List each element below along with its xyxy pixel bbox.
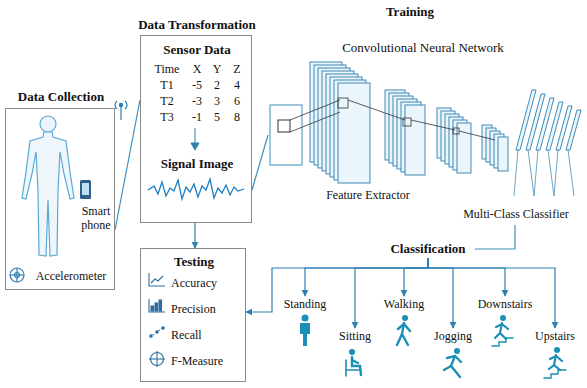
wireless-icon [115,101,127,120]
section-title: Testing [141,254,247,269]
jogging-icon [444,348,461,377]
connector [404,258,428,296]
section-title: Data Collection [1,89,121,104]
connector [115,100,140,230]
signal-waveform [148,179,244,199]
connector [305,258,428,296]
table-cell: Y [207,62,227,76]
downstairs-icon [492,315,513,346]
transformation-box: Data TransformationSensor DataSignal Ima… [140,35,252,223]
dense-layer [516,90,536,150]
activity-icons [300,315,566,379]
dense-layer [566,110,581,150]
metric-icons [149,273,165,367]
table-cell: 3 [207,94,227,108]
dense-link [534,150,538,196]
table-cell: T3 [149,110,185,124]
testing-box: TestingAccuracyPrecisionRecallF-Measure [140,248,246,382]
kernel [403,118,411,126]
sensor-label: Accelerometer [28,269,114,283]
precision-icon [149,299,165,312]
kernel [278,120,290,132]
projection-line [290,100,340,120]
dense-link [554,150,558,196]
table-cell: Time [149,62,185,76]
sitting-icon [346,349,361,376]
table-cell: T1 [149,78,185,92]
connector [475,225,515,249]
dense-link [568,150,574,196]
metric-label: F-Measure [171,354,245,368]
connector [194,223,195,248]
section-title: Training [360,4,460,19]
activity-text: Sitting [325,329,385,343]
activity-text: Downstairs [473,297,537,311]
walking-icon [397,315,410,345]
dense-link [514,150,518,196]
table-cell: 4 [227,78,247,92]
activity-label: Walking [374,296,434,312]
network-title: Convolutional Neural Network [323,40,523,55]
activity-label: Sitting [325,328,385,344]
device-label: Smart phone [74,204,118,232]
feature-map [498,137,508,171]
down-arrow [191,128,199,150]
sub-heading: Signal Image [141,156,253,171]
kernel [338,98,348,108]
dense-link [528,150,534,196]
projection-line [348,100,405,120]
upstairs-icon [544,347,566,378]
cnn-layers [270,62,581,196]
activity-label: Standing [275,296,335,312]
metric-label: Accuracy [171,276,245,290]
connector [428,258,555,328]
connector [428,258,505,296]
activity-text: Walking [374,297,434,311]
activity-text: Jogging [423,329,483,343]
table-cell: 5 [207,110,227,124]
feature-map [405,105,425,175]
activity-text: Standing [275,297,335,311]
smartphone [80,180,91,199]
classification-heading: Classification [381,240,475,258]
activity-label: Downstairs [473,296,537,312]
projection-line [290,112,340,132]
input-image [270,105,302,165]
table-cell: 6 [227,94,247,108]
collection-box: Data CollectionSmart phoneAccelerometer [5,108,115,290]
standing-icon [300,315,310,347]
stage-label: Multi-Class Classifier [450,207,582,221]
accelerometer-icon [10,268,24,282]
stage-label: Feature Extractor [308,188,428,202]
metric-label: Precision [171,302,245,316]
table-cell: -3 [187,94,207,108]
table-cell: T2 [149,94,185,108]
projection-line [459,131,495,140]
sub-heading: Sensor Data [141,42,253,57]
table-cell: -1 [187,110,207,124]
activity-label: Jogging [423,328,483,344]
recall-icon [150,327,164,337]
table-cell: Z [227,62,247,76]
table-cell: 2 [207,78,227,92]
feature-map [338,83,370,183]
activity-text: Upstairs [527,329,583,343]
training-group: TrainingConvolutional Neural NetworkFeat… [268,0,585,225]
activity-label: Upstairs [527,328,583,344]
table-cell: 8 [227,110,247,124]
accuracy-icon [149,273,165,286]
section-title: Data Transformation [127,17,267,32]
dense-link [548,150,554,196]
section-title: Classification [381,241,475,256]
table-cell: -5 [187,78,207,92]
projection-line [411,120,455,130]
metric-label: Recall [171,328,245,342]
table-cell: X [187,62,207,76]
connector [252,135,268,190]
human-figure [22,116,74,256]
fmeasure-icon [149,351,165,367]
kernel [453,128,459,134]
